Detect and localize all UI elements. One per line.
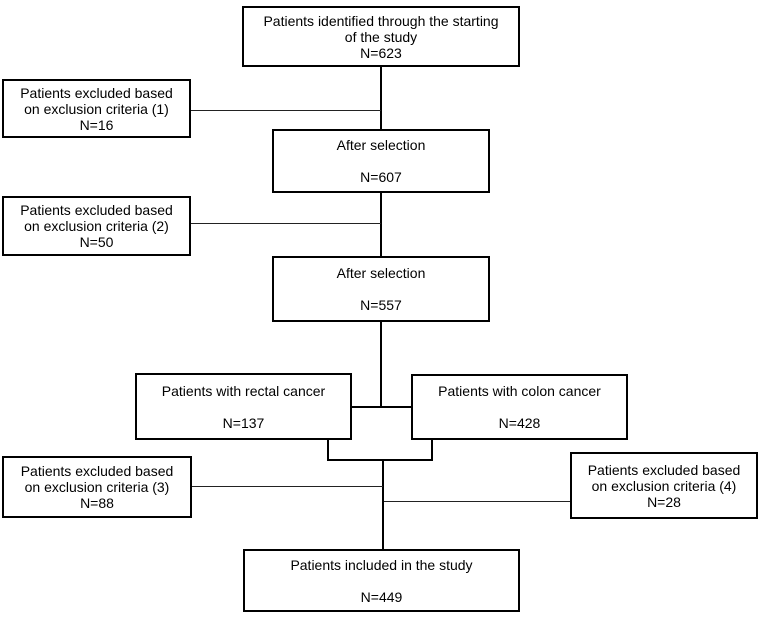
box-count: N=557 bbox=[360, 297, 402, 313]
flow-box-included: Patients included in the study N=449 bbox=[243, 549, 520, 612]
box-text-line1: Patients identified through the starting bbox=[263, 12, 499, 29]
box-text-line2: of the study bbox=[344, 28, 418, 45]
connector-excluded3-branch bbox=[192, 486, 383, 487]
connector-excluded1-branch bbox=[191, 110, 381, 111]
box-text-line1: After selection bbox=[336, 265, 426, 281]
flow-box-colon-cancer: Patients with colon cancer N=428 bbox=[411, 374, 628, 440]
connector-selection1-to-selection2 bbox=[380, 193, 382, 256]
box-count: N=449 bbox=[360, 588, 403, 605]
flow-box-excluded-4: Patients excluded based on exclusion cri… bbox=[570, 452, 758, 519]
connector-rectal-stub bbox=[327, 440, 329, 461]
flow-box-start: Patients identified through the starting… bbox=[242, 6, 520, 67]
connector-split-horizontal bbox=[352, 406, 411, 408]
box-count: N=28 bbox=[647, 493, 681, 510]
box-text-line2: on exclusion criteria (1) bbox=[24, 100, 169, 117]
box-text-line2: on exclusion criteria (2) bbox=[24, 218, 169, 234]
box-count: N=428 bbox=[498, 415, 541, 431]
box-text-line2: on exclusion criteria (4) bbox=[591, 477, 737, 494]
box-text-line1: Patients with colon cancer bbox=[438, 383, 601, 399]
connector-merge-horizontal bbox=[327, 459, 433, 461]
box-text-line1: Patients with rectal cancer bbox=[161, 382, 326, 399]
box-count: N=137 bbox=[222, 414, 265, 431]
box-text-line1: Patients excluded based bbox=[20, 84, 173, 101]
connector-excluded2-branch bbox=[190, 223, 381, 224]
flow-box-excluded-2: Patients excluded based on exclusion cri… bbox=[2, 196, 191, 256]
box-text-line2: on exclusion criteria (3) bbox=[24, 479, 170, 495]
flow-box-rectal-cancer: Patients with rectal cancer N=137 bbox=[135, 373, 352, 440]
flow-box-after-selection-1: After selection N=607 bbox=[272, 129, 490, 193]
box-count: N=16 bbox=[79, 116, 114, 133]
flow-box-excluded-1: Patients excluded based on exclusion cri… bbox=[2, 79, 191, 138]
connector-selection2-to-split bbox=[380, 322, 382, 408]
box-text-line1: Patients included in the study bbox=[290, 556, 473, 573]
box-text-line1: After selection bbox=[336, 137, 426, 153]
box-count: N=607 bbox=[360, 169, 402, 185]
connector-start-to-selection1 bbox=[380, 67, 382, 129]
box-text-line1: Patients excluded based bbox=[20, 463, 174, 479]
box-count: N=88 bbox=[80, 495, 114, 511]
box-count: N=50 bbox=[79, 234, 114, 250]
box-count: N=623 bbox=[360, 44, 402, 61]
flow-box-after-selection-2: After selection N=557 bbox=[272, 256, 490, 322]
connector-excluded4-branch bbox=[384, 501, 570, 502]
box-text-line1: Patients excluded based bbox=[20, 202, 173, 218]
box-text-line1: Patients excluded based bbox=[587, 461, 741, 478]
connector-merge-to-included bbox=[382, 459, 384, 549]
connector-colon-stub bbox=[431, 440, 433, 461]
flow-box-excluded-3: Patients excluded based on exclusion cri… bbox=[2, 456, 192, 518]
